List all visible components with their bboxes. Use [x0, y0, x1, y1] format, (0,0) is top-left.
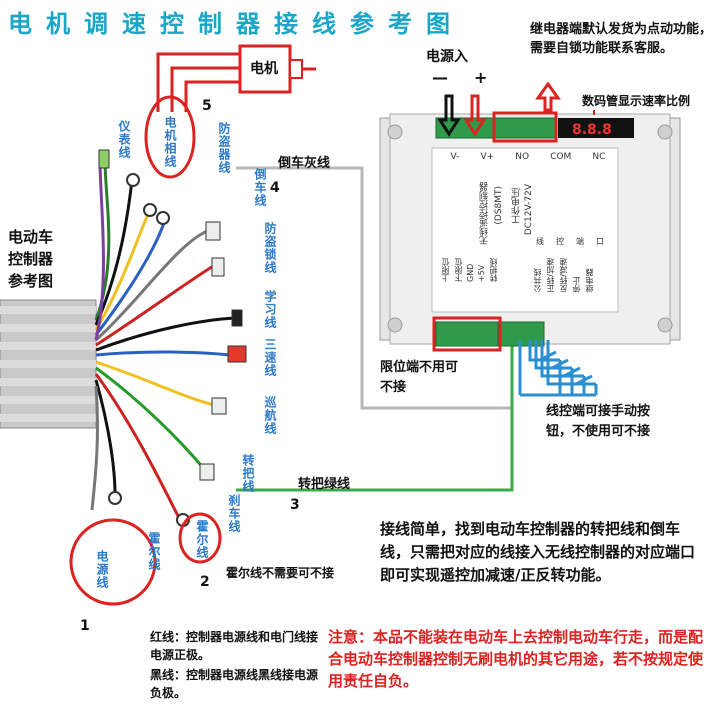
- ev-controller-body: [0, 299, 97, 429]
- wire-control-note-line2: 钮，不使用可不接: [546, 424, 651, 439]
- module-row-label: 停止: [572, 276, 581, 293]
- digital-display-note: 数码管显示速率比例: [582, 94, 691, 108]
- module-voltage: DC12V-72V: [524, 184, 534, 236]
- module-top-terminal-labels: V- V+ NO COM NC: [440, 152, 616, 172]
- wire-control-note-line1: 线控端可接手动按: [546, 404, 651, 419]
- module-row-label: 下限位: [454, 258, 463, 282]
- anti-theft-wire-label: 防盗器线: [217, 122, 231, 174]
- module-model: 无线遥控控制器: [480, 182, 490, 245]
- terminal-label: NC: [592, 152, 606, 162]
- power-wire-circle: [69, 518, 157, 606]
- module-col-char: 端: [576, 237, 584, 246]
- throttle-wire-label: 转把线: [241, 454, 255, 493]
- legend-red: 红线：控制器电源线和电门线接电源正极。: [150, 630, 319, 662]
- hall-wire-circle: [178, 512, 222, 564]
- module-row-label: 上限位: [441, 258, 450, 282]
- relay-note: 继电器端默认发货为点动功能，需要自锁功能联系客服。: [530, 22, 713, 56]
- module-col-char: 控: [556, 237, 564, 246]
- limit-terminal-highlight: [432, 316, 502, 352]
- module-voltage-label: 工作电压: [512, 188, 522, 224]
- module-row-label: +5V: [477, 264, 486, 282]
- module-code: (DS8MT): [494, 186, 504, 225]
- terminal-label: V-: [450, 152, 460, 162]
- module-col-char: 线: [536, 237, 544, 246]
- module-wire-port-label: 线 控 端 口: [536, 236, 604, 247]
- reverse-wire-label: 倒车线: [253, 168, 267, 207]
- module-row-label: 正转/加速: [546, 258, 555, 293]
- three-speed-wire-label: 三速线: [263, 338, 277, 377]
- relay-note-arrow: [535, 81, 561, 112]
- motor-symbol: [144, 44, 316, 179]
- relay-terminal-highlight: [492, 111, 558, 143]
- module-row-label: GND: [466, 263, 475, 282]
- module-mid-rows: 公共线 正转/加速 反转/减速 停止 继电器: [532, 258, 595, 293]
- usage-warning: 注意：本品不能装在电动车上去控制电动车行走，而是配合电动车控制器控制无刷电机的其…: [328, 628, 704, 690]
- module-row-label: 继电器: [585, 268, 594, 293]
- terminal-label: NO: [515, 152, 530, 162]
- module-col-char: 口: [596, 237, 604, 246]
- learn-wire-label: 学习线: [263, 290, 277, 329]
- limit-note-line1: 限位端不用可: [380, 360, 459, 375]
- cruise-wire-label: 巡航线: [263, 396, 277, 435]
- terminal-label: V+: [480, 152, 495, 162]
- throttle-green-label: 转把绿线: [298, 477, 351, 492]
- hall-small-wire-label: 霍尔线: [195, 520, 209, 559]
- legend-black: 黑线：控制器电源线黑线接电源负极。: [150, 668, 319, 700]
- ev-controller-title: 电动车 控制器 参考图: [8, 228, 54, 290]
- throttle-green-wire: [236, 340, 514, 492]
- reverse-number: 4: [270, 180, 280, 196]
- throttle-number: 3: [290, 497, 300, 513]
- anti-theft-lock-wire-label: 防盗锁线: [263, 222, 277, 274]
- brake-wire-label: 刹车线: [227, 494, 241, 533]
- hall-number: 2: [200, 574, 210, 590]
- wire-control-switches: [518, 340, 598, 397]
- wire-connectors: [98, 149, 247, 527]
- hall-wire-label: 霍尔线: [147, 532, 161, 571]
- plus-sign: +: [474, 68, 488, 87]
- wire-bundle: [90, 159, 236, 521]
- wireless-controller-module: 8.8.8: [379, 113, 681, 347]
- svg-text:8.8.8: 8.8.8: [572, 122, 612, 138]
- page-title: 电机调速控制器接线参考图: [8, 10, 464, 38]
- motor-number: 5: [202, 98, 212, 114]
- module-row-label: 转把线: [489, 258, 498, 282]
- power-input-label: 电源入: [426, 49, 468, 65]
- reverse-gray-label: 倒车灰线: [278, 156, 331, 171]
- wiring-description: 接线简单，找到电动车控制器的转把线和倒车线，只需把对应的线接入无线控制器的对应端…: [380, 520, 696, 584]
- limit-note-line2: 不接: [380, 380, 407, 395]
- minus-sign: —: [432, 68, 448, 87]
- module-left-rows: 上限位 下限位 GND +5V 转把线: [440, 258, 499, 282]
- power-arrows: [437, 94, 487, 137]
- module-row-label: 公共线: [533, 268, 542, 293]
- terminal-label: COM: [550, 152, 572, 162]
- power-wire-label: 电源线: [95, 550, 109, 589]
- hall-note: 霍尔线不需要可不接: [226, 566, 335, 580]
- motor-phase-wire-label: 电机相线: [163, 116, 177, 168]
- motor-label: 电机: [250, 61, 278, 77]
- instrument-wire-label: 仪表线: [117, 120, 131, 159]
- module-row-label: 反转/减速: [559, 258, 568, 293]
- power-number: 1: [80, 618, 90, 634]
